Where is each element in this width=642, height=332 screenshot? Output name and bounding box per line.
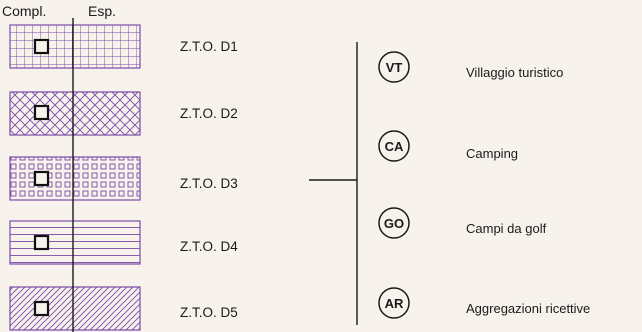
- zone-swatch-d2: [9, 91, 141, 136]
- category-ar-label: Aggregazioni ricettive: [466, 301, 590, 316]
- zone-label-d5: Z.T.O. D5: [180, 305, 238, 320]
- header-esp-label: Esp.: [88, 3, 116, 19]
- category-ar-circle: [378, 287, 410, 319]
- zone-swatch-d5: [9, 286, 141, 331]
- zone-label-d4: Z.T.O. D4: [180, 239, 238, 254]
- zone-swatch-d4: [9, 220, 141, 265]
- category-go-label: Campi da golf: [466, 221, 547, 236]
- zone-swatch-d3: [9, 156, 141, 201]
- category-go-abbr: GO: [384, 216, 404, 231]
- category-vt-abbr: VT: [386, 60, 403, 75]
- category-ca-circle: [378, 130, 410, 162]
- category-ca-abbr: CA: [385, 139, 404, 154]
- category-ca-label: Camping: [466, 146, 518, 161]
- category-ar: AR Aggregazioni ricettive: [378, 287, 590, 319]
- category-go: GO Campi da golf: [378, 207, 547, 239]
- category-go-circle: [378, 207, 410, 239]
- zone-label-d3: Z.T.O. D3: [180, 176, 238, 191]
- header-compl-label: Compl.: [2, 3, 46, 19]
- category-ca: CA Camping: [378, 130, 518, 162]
- category-vt-circle: [378, 51, 410, 83]
- category-ar-abbr: AR: [385, 296, 404, 311]
- category-vt-label: Villaggio turistico: [466, 65, 563, 80]
- zone-label-d2: Z.T.O. D2: [180, 106, 238, 121]
- category-vt: VT Villaggio turistico: [378, 51, 563, 83]
- zone-swatch-d1: [9, 24, 141, 69]
- zone-label-d1: Z.T.O. D1: [180, 39, 238, 54]
